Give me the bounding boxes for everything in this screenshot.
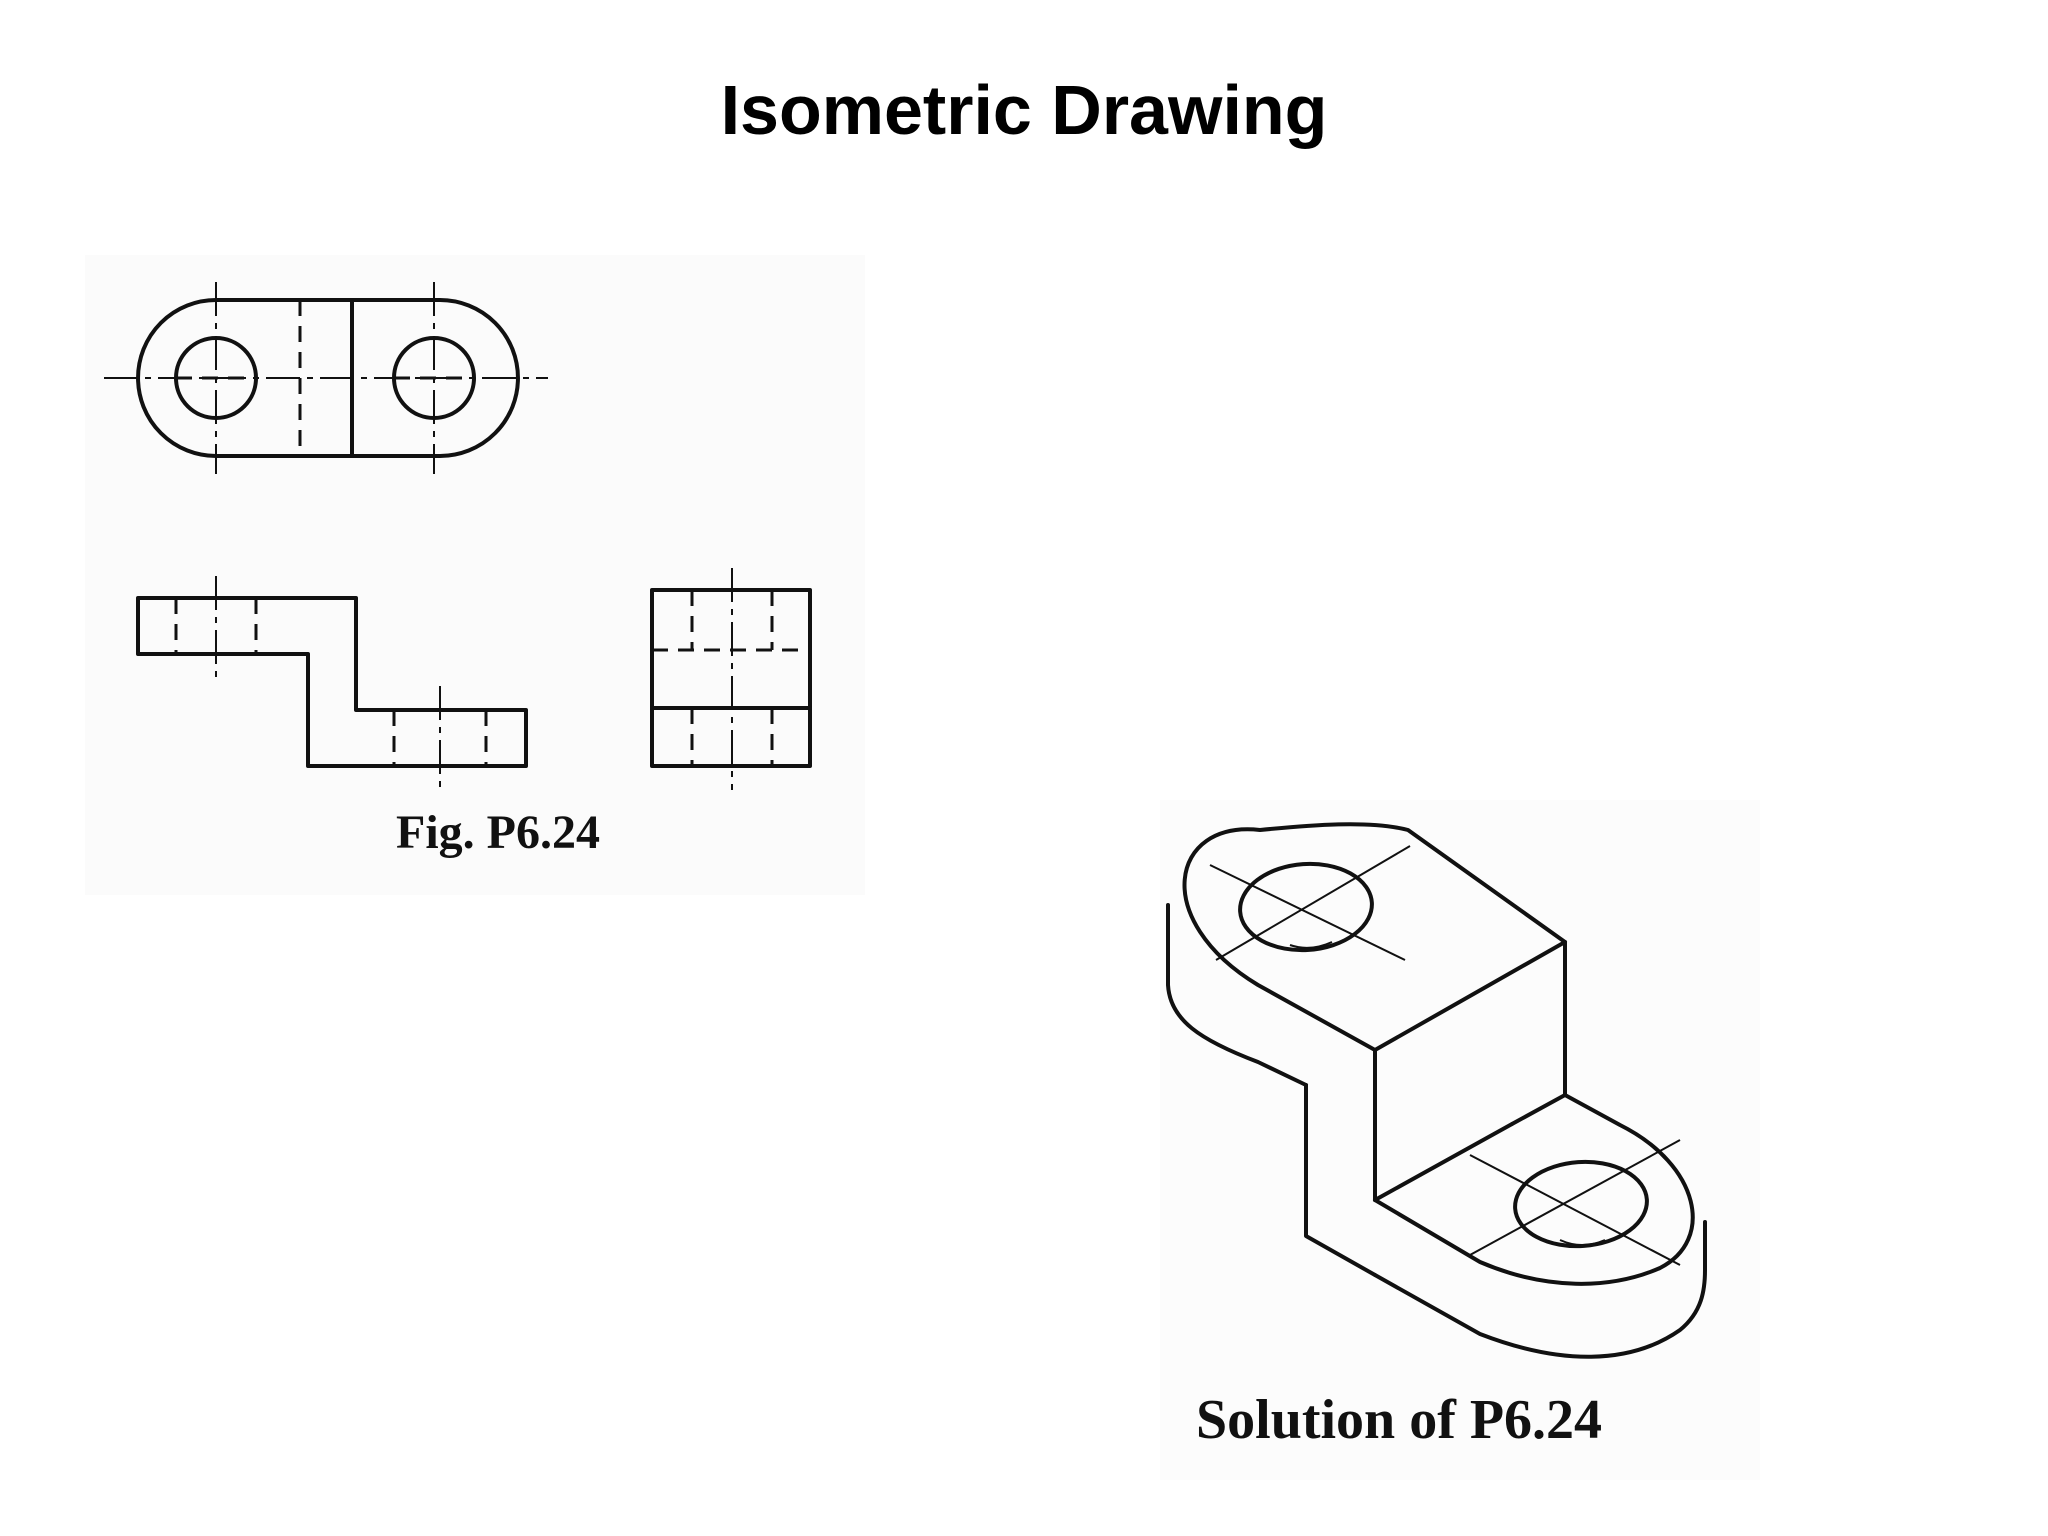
iso-upper-lug-top-face <box>1182 822 1567 1052</box>
iso-lower-lug-side <box>1373 1220 1707 1359</box>
front-view-outline <box>136 596 528 768</box>
front-view <box>136 576 528 792</box>
iso-lower-hole-inner-edge <box>1559 1239 1606 1246</box>
slide-title: Isometric Drawing <box>720 71 1328 149</box>
top-view-outline <box>136 298 520 458</box>
isometric-scan-background <box>1160 800 1760 1480</box>
iso-lower-centerline-b <box>1469 1139 1681 1256</box>
figure-caption: Fig. P6.24 <box>396 806 600 859</box>
iso-upper-centerline-b <box>1215 845 1411 961</box>
side-view <box>650 568 812 790</box>
iso-lower-lug-top-face <box>1373 1093 1695 1286</box>
isometric-solution <box>1166 822 1707 1359</box>
iso-step-front-face <box>1304 1083 1377 1277</box>
iso-upper-lug-side <box>1166 903 1308 1087</box>
iso-step-bottom-edge <box>1373 1122 1514 1202</box>
iso-lower-hole <box>1513 1159 1649 1249</box>
top-view <box>104 282 548 474</box>
iso-upper-hole-inner-edge <box>1289 941 1333 949</box>
iso-upper-centerline-a <box>1209 864 1406 961</box>
solution-caption: Solution of P6.24 <box>1196 1389 1603 1451</box>
iso-upper-hole <box>1238 861 1374 953</box>
iso-lower-centerline-a <box>1469 1154 1681 1266</box>
